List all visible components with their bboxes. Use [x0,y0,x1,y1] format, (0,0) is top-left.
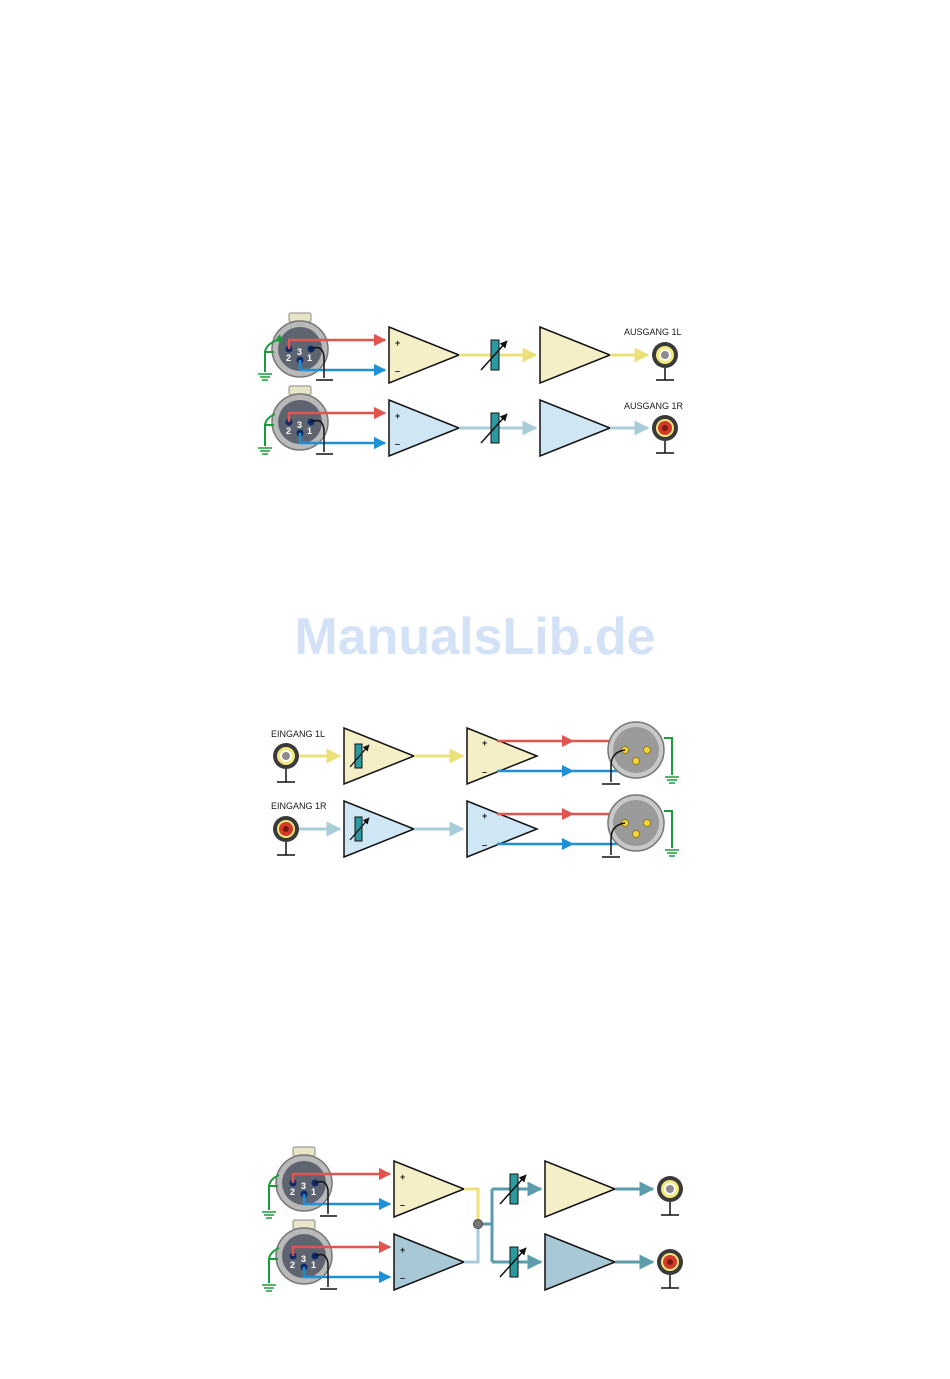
diagram-xlr-to-rca: 2 3 1 + – AUSGANG 1L [258,313,684,456]
input-1l-label: EINGANG 1L [271,729,325,739]
summing-node [474,1220,483,1229]
minus-label: – [482,840,487,850]
rca-jack-white [273,743,299,782]
output-1l-label: AUSGANG 1L [624,327,682,337]
rca-jack-white [652,342,678,380]
plus-label: + [395,411,400,421]
pin-label: 1 [311,1260,316,1270]
minus-label: – [400,1273,405,1283]
plus-label: + [400,1172,405,1182]
buffer-amp-triangle [540,400,610,456]
pin-label: 3 [301,1254,306,1264]
ground-symbol [665,777,679,783]
buffer-amp-triangle [545,1161,615,1217]
pin-label: 3 [297,420,302,430]
minus-label: – [482,767,487,777]
pin-label: 2 [286,426,291,436]
plus-label: + [482,811,487,821]
pin-label: 3 [301,1181,306,1191]
ground-wire [664,811,672,848]
pin-label: 1 [311,1187,316,1197]
balanced-driver-triangle [467,801,537,857]
balanced-driver-triangle [467,728,537,784]
pin-label: 2 [290,1260,295,1270]
watermark: ManualsLib.de [294,608,655,666]
plus-label: + [395,338,400,348]
pin-label: 2 [290,1187,295,1197]
xlr-male-connector-1 [608,722,664,778]
rca-jack-red [273,816,299,855]
pin-label: 1 [307,353,312,363]
buffer-amp-triangle [540,327,610,383]
minus-label: – [395,366,400,376]
ground-symbol [258,448,272,454]
rca-jack-red [652,415,678,453]
minus-label: – [395,439,400,449]
plus-label: + [482,738,487,748]
input-1r-label: EINGANG 1R [271,801,327,811]
rca-jack-red [657,1249,683,1288]
buffer-amp-triangle [545,1234,615,1290]
pin-label: 2 [286,353,291,363]
signal-wire [464,1189,478,1222]
output-1r-label: AUSGANG 1R [624,401,684,411]
ground-symbol [262,1212,276,1218]
plus-label: + [400,1245,405,1255]
ground-symbol [262,1285,276,1291]
minus-label: – [400,1200,405,1210]
xlr-male-connector-2 [608,795,664,851]
signal-wire [464,1226,478,1262]
pin-label: 3 [297,347,302,357]
ground-wire [664,738,672,775]
ground-symbol [258,374,272,380]
diagram-rca-to-xlr: EINGANG 1L + – [271,722,679,857]
diagram-xlr-sum-to-rca: 2 3 1 + – 2 3 1 [262,1147,683,1291]
pin-label: 1 [307,426,312,436]
rca-jack-white [657,1176,683,1215]
ground-symbol [665,850,679,856]
